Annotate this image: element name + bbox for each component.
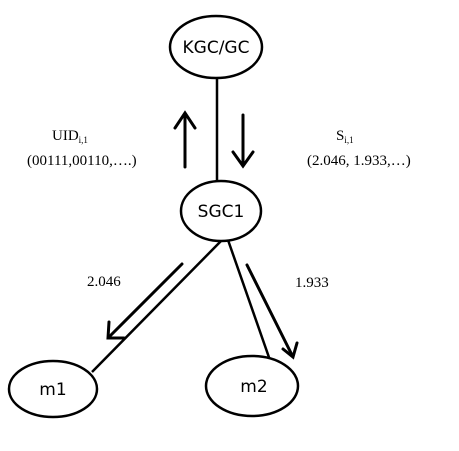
node-kgc-label: KGC/GC <box>183 38 250 58</box>
node-m2-label: m2 <box>240 377 267 397</box>
uid-values: (00111,00110,….) <box>27 153 137 169</box>
node-kgc-gc: KGC/GC <box>168 14 264 80</box>
edge-m1-value: 2.046 <box>87 274 121 290</box>
arrow-to-m1 <box>106 262 184 340</box>
node-sgc1-label: SGC1 <box>198 202 245 222</box>
edge-sgc-m2 <box>226 239 274 367</box>
node-m1-label: m1 <box>39 380 66 400</box>
edge-m2-value: 1.933 <box>295 275 329 291</box>
arrow-to-m2 <box>245 263 299 360</box>
s-values: (2.046, 1.933,…) <box>307 153 411 169</box>
down-arrow <box>231 113 255 169</box>
s-label: Si,1 <box>336 128 354 145</box>
uid-label: UIDi,1 <box>52 128 88 145</box>
node-m1: m1 <box>7 359 99 419</box>
node-sgc1: SGC1 <box>179 179 263 243</box>
up-arrow <box>173 110 197 169</box>
edge-sgc-m1 <box>91 239 223 373</box>
node-m2: m2 <box>204 354 300 418</box>
